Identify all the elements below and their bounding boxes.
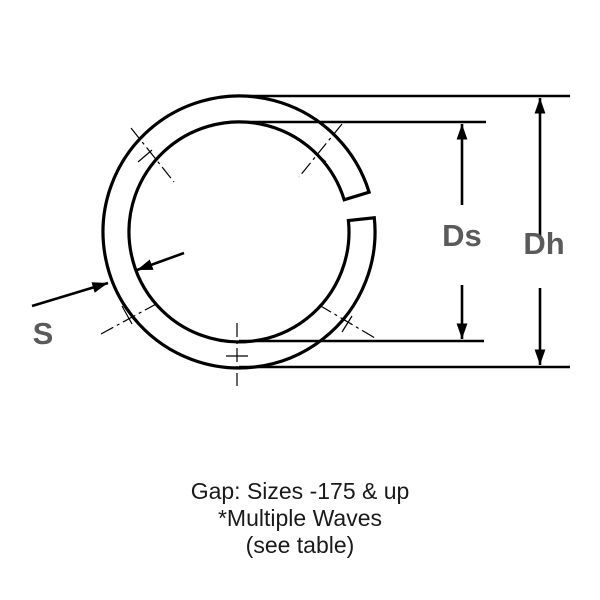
ds-label: Ds: [442, 218, 482, 253]
dh-label: Dh: [523, 226, 564, 261]
centerline-ticks: [121, 149, 353, 357]
s-thickness-arrows: [31, 251, 185, 308]
caption-line-gap: Gap: Sizes -175 & up: [190, 478, 410, 504]
caption: Gap: Sizes -175 & up *Multiple Waves (se…: [0, 478, 600, 559]
centerline-marks: [100, 123, 376, 386]
s-label: S: [33, 316, 54, 351]
caption-line-waves: *Multiple Waves: [217, 505, 383, 531]
extension-lines: [239, 94, 570, 369]
ring-outline: [101, 94, 377, 370]
caption-line-table: (see table): [245, 532, 355, 558]
